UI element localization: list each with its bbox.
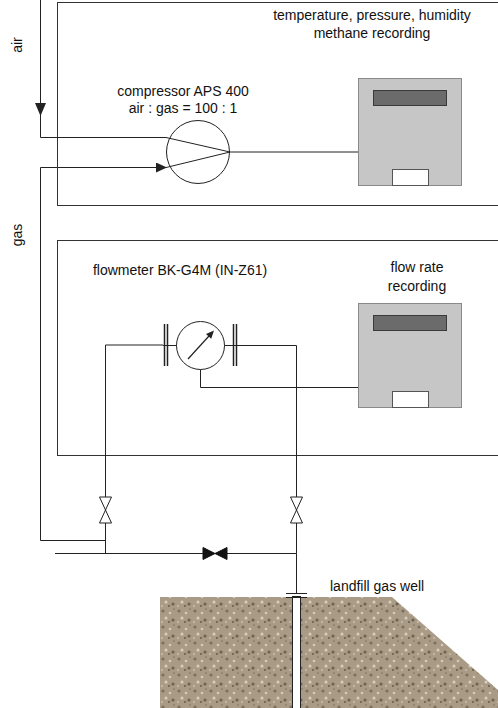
pipe-connector (41, 168, 167, 541)
recorder-device: temperature, pressure, humidity methane … (358, 78, 462, 186)
node-label: temperature, pressure, humidity methane … (252, 6, 492, 42)
pipe-connector (230, 152, 358, 153)
middle-panel (58, 241, 498, 456)
flowmeter-symbol: flowmeter BK-G4M (IN-Z61) (163, 318, 238, 372)
pipe-connector (201, 372, 359, 388)
air-arrow (35, 103, 46, 116)
node-label: flow rate recording (382, 258, 452, 296)
valve-symbol (291, 497, 303, 523)
recorder-device: flow rate recording (358, 303, 462, 408)
pipe (296, 554, 297, 595)
compressor-symbol: compressor APS 400air : gas = 100 : 1 (166, 120, 230, 184)
air-line (41, 0, 167, 138)
well-head (286, 597, 307, 598)
part-label: landfill gas well (330, 578, 424, 595)
flow-label: gas (9, 222, 26, 249)
node-label: compressor APS 400 (103, 83, 263, 100)
landfill-ground (160, 597, 498, 708)
valve-symbol (203, 548, 227, 560)
pipe (55, 553, 297, 554)
node-label: air : gas = 100 : 1 (103, 100, 263, 117)
pipe (238, 346, 297, 554)
well-pipe (293, 597, 301, 708)
rec-outline (358, 303, 462, 408)
rec-outline (358, 78, 462, 186)
comp-outline (166, 120, 230, 184)
flow-label: air (9, 35, 26, 55)
flow-outline (163, 318, 238, 372)
well-head (286, 593, 307, 594)
upper-panel (58, 3, 498, 206)
valve-symbol (100, 497, 112, 523)
node-label: flowmeter BK-G4M (IN-Z61) (70, 262, 290, 279)
